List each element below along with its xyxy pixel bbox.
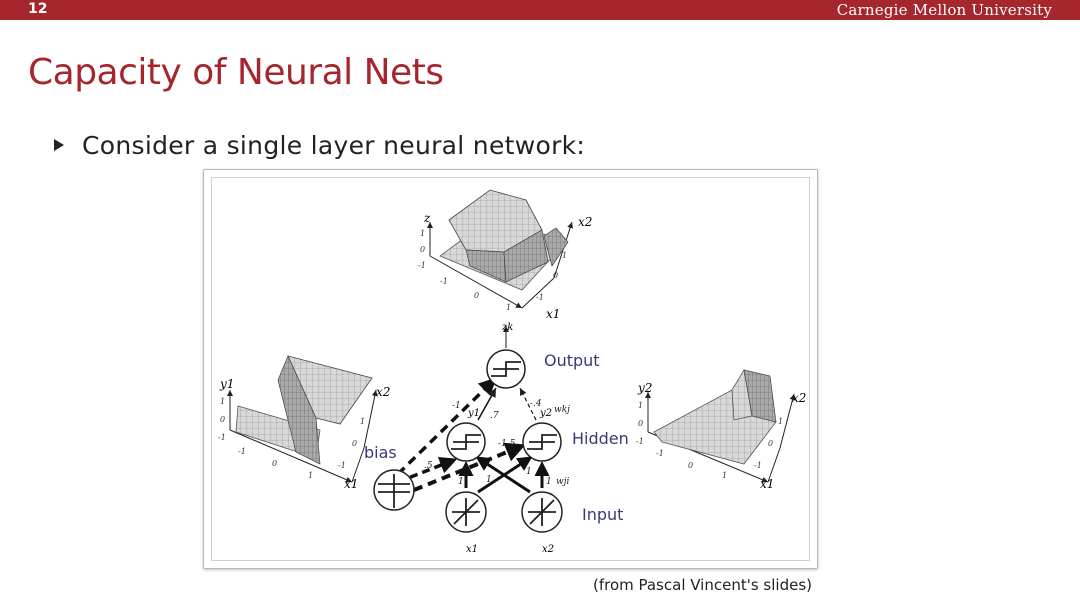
left-x2-label: x2 (376, 385, 390, 399)
right-y2-label: y2 (637, 381, 652, 395)
surface-top: z x2 x1 1 0 -1 -1 0 1 -1 0 1 (418, 189, 592, 321)
label-y1: y1 (467, 408, 480, 419)
node-output (486, 349, 526, 389)
top-x1-label: x1 (546, 307, 560, 321)
weight-y1-output: .7 (490, 411, 499, 421)
weight-bias-output: -1 (452, 401, 461, 411)
network: zk y1 y2 x1 x2 Output Hidden Input bias … (364, 322, 629, 555)
slide-number: 12 (28, 1, 48, 17)
edge-y1-output (477, 387, 497, 421)
left-v-tick-m1: -1 (218, 433, 226, 442)
right-depth-tick-1: 1 (778, 417, 783, 426)
label-bias: bias (364, 443, 397, 462)
top-x1-axis (429, 255, 523, 309)
right-v-tick-m1: -1 (636, 437, 644, 446)
header-bar: 12 Carnegie Mellon University (0, 0, 1080, 20)
right-depth-tick-m1: -1 (754, 461, 762, 470)
right-front-tick-m1: -1 (656, 449, 664, 458)
left-x2-axis (363, 389, 378, 449)
edge-bias-output (396, 377, 497, 476)
top-x2-label: x2 (578, 215, 592, 229)
edge-y2-output (519, 387, 537, 421)
right-x2-axis (779, 393, 796, 449)
left-front-tick-1: 1 (308, 471, 313, 480)
edge-x2-y1 (475, 456, 531, 494)
left-depth-tick-0: 0 (352, 439, 357, 448)
weight-wkj: wkj (554, 405, 570, 415)
right-v-tick-0: 0 (638, 419, 643, 428)
neural-net-diagram: z x2 x1 1 0 -1 -1 0 1 -1 0 1 y1 x2 x1 1 (218, 189, 806, 555)
weight-wji: wji (556, 477, 569, 487)
top-z-label: z (423, 211, 431, 225)
weight-bias-y2: -1.5 (498, 439, 516, 449)
surface-right: y2 x2 x1 1 0 -1 -1 0 1 -1 0 1 (636, 369, 806, 491)
left-depth-edge (351, 447, 365, 483)
right-surface-step (731, 369, 753, 421)
label-hidden-layer: Hidden (572, 429, 629, 448)
top-surface-wall (465, 249, 507, 283)
right-depth-edge (767, 447, 781, 483)
top-v-tick-0: 0 (420, 245, 425, 254)
label-input-layer: Input (582, 505, 623, 524)
label-output-layer: Output (544, 351, 600, 370)
surface-left: y1 x2 x1 1 0 -1 -1 0 1 -1 0 1 (218, 355, 390, 491)
edge-bias-y2 (413, 442, 526, 492)
left-depth-tick-1: 1 (360, 417, 365, 426)
left-front-tick-0: 0 (272, 459, 277, 468)
label-x2: x2 (542, 544, 554, 555)
right-x1-label: x1 (760, 477, 774, 491)
label-zk: zk (501, 322, 513, 333)
right-v-tick-1: 1 (638, 401, 643, 410)
figure-inner-border (211, 177, 810, 561)
weight-bias-y1: .5 (424, 461, 433, 471)
top-surface-spike (543, 227, 569, 267)
slide-title: Capacity of Neural Nets (28, 52, 444, 93)
left-surface-wall (277, 355, 321, 465)
top-surface-wall-2 (503, 229, 549, 283)
weight-x2-y1: 1 (526, 467, 532, 477)
weight-y2-output: -.4 (530, 399, 542, 409)
top-depth-tick-1: 1 (562, 251, 567, 260)
bullet-item: Consider a single layer neural network: (54, 128, 585, 162)
right-front-tick-1: 1 (722, 471, 727, 480)
left-front-tick-m1: -1 (238, 447, 246, 456)
bullet-triangle-icon (54, 139, 64, 151)
top-front-tick-0: 0 (474, 291, 479, 300)
top-depth-tick-0: 0 (553, 271, 558, 280)
top-depth-tick-m1: -1 (536, 293, 544, 302)
left-depth-tick-m1: -1 (338, 461, 346, 470)
node-hidden-y2 (522, 422, 562, 462)
edge-bias-y1 (397, 456, 458, 484)
node-hidden-y1 (446, 422, 486, 462)
top-v-tick-m1: -1 (418, 261, 426, 270)
weight-x1-y1: 1 (458, 477, 464, 487)
top-front-tick-1: 1 (506, 303, 511, 312)
figure-caption: (from Pascal Vincent's slides) (592, 576, 812, 594)
label-x1: x1 (466, 544, 478, 555)
node-input-x2 (521, 491, 563, 533)
left-y1-label: y1 (219, 377, 234, 391)
top-depth-edge (521, 277, 555, 309)
left-x1-label: x1 (344, 477, 358, 491)
right-front-tick-0: 0 (688, 461, 693, 470)
node-input-x1 (445, 491, 487, 533)
right-depth-tick-0: 0 (768, 439, 773, 448)
left-v-tick-0: 0 (220, 415, 225, 424)
label-y2: y2 (539, 408, 552, 419)
top-v-tick-1: 1 (420, 229, 425, 238)
left-v-tick-1: 1 (220, 397, 225, 406)
node-bias (373, 469, 415, 511)
bullet-text: Consider a single layer neural network: (82, 130, 586, 160)
figure-frame: z x2 x1 1 0 -1 -1 0 1 -1 0 1 y1 x2 x1 1 (203, 169, 818, 569)
right-x2-label: x2 (792, 391, 806, 405)
left-x1-axis (229, 429, 353, 483)
weight-x2-y2: 1 (546, 477, 552, 487)
weight-x1-y2: 1 (486, 475, 492, 485)
university-name: Carnegie Mellon University (836, 1, 1052, 19)
top-front-tick-m1: -1 (440, 277, 448, 286)
